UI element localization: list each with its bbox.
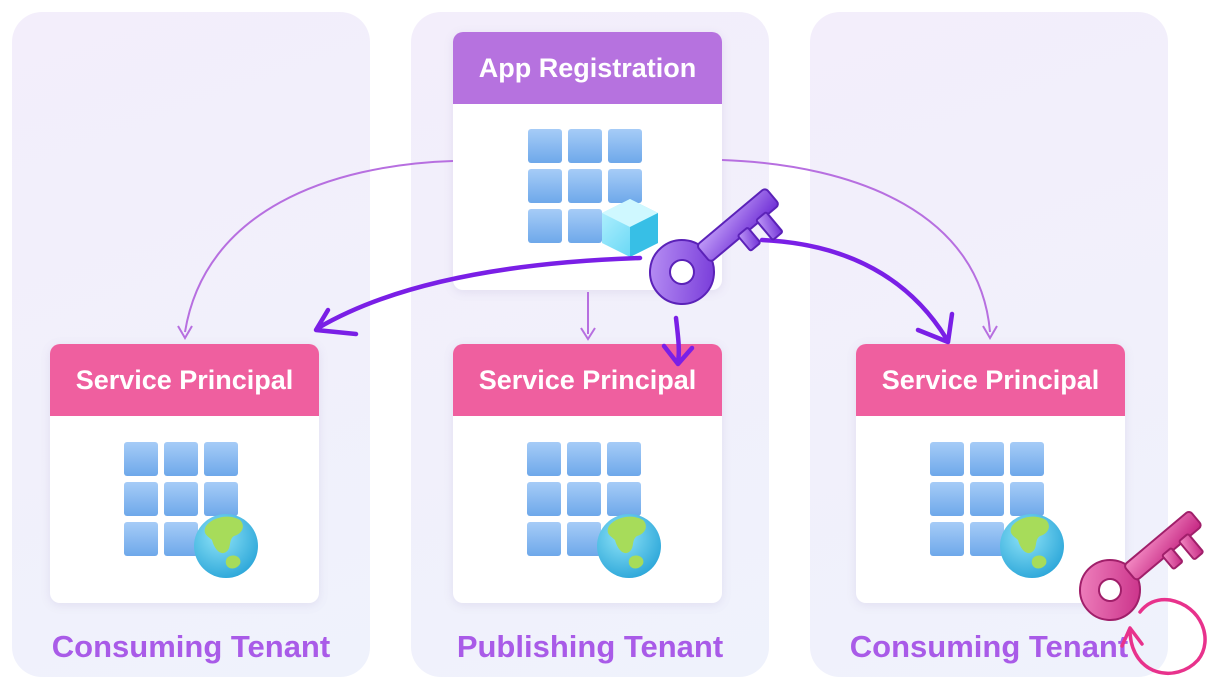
app-grid-globe-icon: [525, 440, 665, 585]
service-principal-title-left: Service Principal: [50, 344, 319, 416]
self-loop-arrow: [1120, 597, 1207, 675]
app-registration-card[interactable]: App Registration: [453, 32, 722, 290]
tenant-label-consuming-left: Consuming Tenant: [51, 629, 331, 664]
key-icon: [649, 188, 783, 305]
tenant-label-publishing: Publishing Tenant: [456, 629, 724, 664]
tenant-label-consuming-right: Consuming Tenant: [849, 629, 1129, 664]
thin-arrow-to-center-service-principal: [580, 292, 596, 341]
service-principal-title-center: Service Principal: [453, 344, 722, 416]
service-principal-card-left[interactable]: Service Principal: [50, 344, 319, 603]
thin-arrow-to-left-service-principal: [177, 160, 454, 340]
app-registration-title: App Registration: [453, 32, 722, 104]
app-grid-globe-icon: [122, 440, 262, 585]
service-principal-card-right[interactable]: Service Principal: [856, 344, 1125, 603]
thick-arrow-to-left-service-principal: [313, 255, 643, 337]
thick-arrow-to-center-service-principal: [661, 315, 695, 367]
app-grid-globe-icon: [928, 440, 1068, 585]
thin-arrow-to-right-service-principal: [721, 159, 998, 340]
service-principal-title-right: Service Principal: [856, 344, 1125, 416]
key-icon: [1079, 510, 1204, 621]
app-registration-grid-cube-icon: [526, 127, 666, 262]
service-principal-card-center[interactable]: Service Principal: [453, 344, 722, 603]
thick-arrow-to-right-service-principal: [759, 237, 955, 345]
